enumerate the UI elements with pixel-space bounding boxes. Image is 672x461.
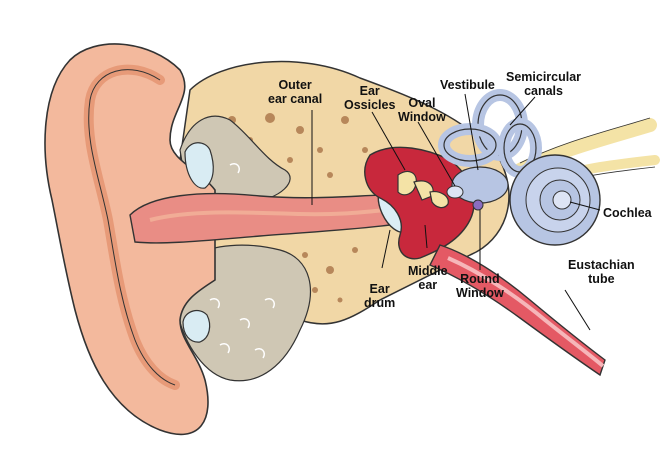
label-eustachian-tube: Eustachian tube — [568, 258, 635, 286]
label-oval-window: Oval Window — [398, 96, 446, 124]
ear-ossicles — [397, 171, 449, 209]
round-window — [472, 199, 484, 211]
label-ear-ossicles: Ear Ossicles — [344, 84, 396, 112]
eustachian-lumen — [447, 256, 605, 368]
semicircular-canals — [438, 89, 542, 178]
label-vestibule: Vestibule — [440, 78, 495, 92]
cochlea — [509, 154, 601, 246]
label-ear-drum: Ear drum — [364, 282, 396, 310]
label-middle-ear: Middle ear — [408, 264, 448, 292]
label-outer-ear-canal: Outer ear canal — [268, 78, 323, 106]
vestibule — [451, 166, 509, 204]
leader-lines — [311, 93, 601, 331]
oval-window — [446, 185, 464, 199]
eustachian-tube — [429, 244, 606, 377]
upper-cartilage — [184, 142, 214, 189]
tissue-texture — [209, 162, 276, 359]
auricle-fold-outline — [88, 69, 176, 386]
label-cochlea: Cochlea — [603, 206, 652, 220]
canal-highlight — [149, 208, 386, 222]
label-semicircular-canals: Semicircular canals — [506, 70, 582, 98]
lower-cartilage — [182, 309, 211, 343]
label-round-window: Round Window — [456, 272, 504, 300]
